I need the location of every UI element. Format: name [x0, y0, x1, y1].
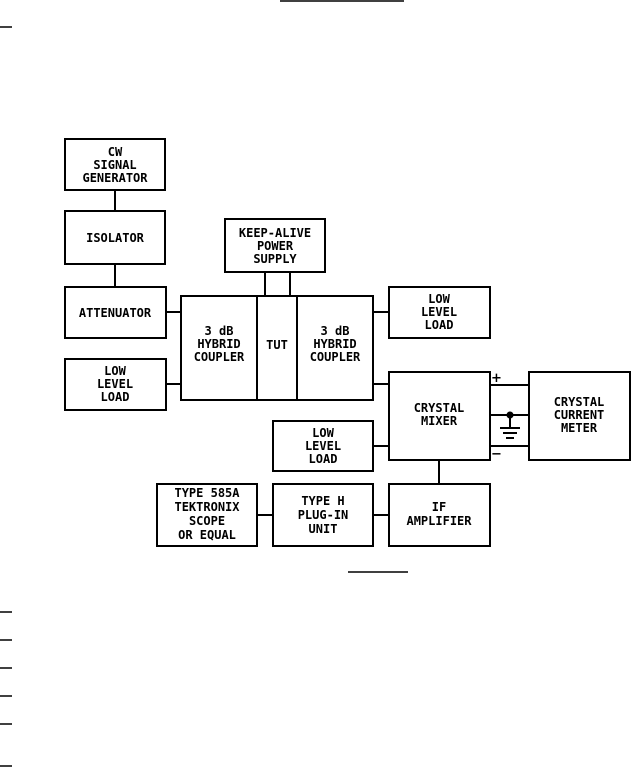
- hybrid-coupler-left-block: 3 dB HYBRID COUPLER: [180, 295, 258, 401]
- low-load-left-label-line: LOAD: [101, 390, 130, 404]
- low-load-top-label-line: LOW: [428, 292, 450, 306]
- isolator-label: ISOLATOR: [86, 231, 145, 245]
- keep-alive-power-supply-block: KEEP-ALIVE POWER SUPPLY: [224, 218, 326, 273]
- attenuator-label: ATTENUATOR: [79, 306, 152, 320]
- scope-label-line: TEKTRONIX: [174, 500, 240, 514]
- cw-signal-generator-block: CW SIGNAL GENERATOR: [64, 138, 166, 191]
- minus-terminal-label: −: [491, 447, 502, 462]
- coupler-left-label-line: COUPLER: [194, 350, 245, 364]
- hybrid-coupler-right-block: 3 dB HYBRID COUPLER: [296, 295, 374, 401]
- tektronix-scope-block: TYPE 585A TEKTRONIX SCOPE OR EQUAL: [156, 483, 258, 547]
- scope-label-line: OR EQUAL: [178, 528, 236, 542]
- connections: [114, 190, 529, 516]
- crystal-current-meter-block: CRYSTAL CURRENT METER: [528, 371, 631, 461]
- low-load-mid-label-line: LEVEL: [305, 439, 341, 453]
- crystal-mixer-label-line: MIXER: [421, 414, 458, 428]
- crystal-mixer-block: CRYSTAL MIXER: [388, 371, 491, 461]
- isolator-block: ISOLATOR: [64, 210, 166, 265]
- low-level-load-middle-block: LOW LEVEL LOAD: [272, 420, 374, 472]
- low-load-mid-label-line: LOW: [312, 426, 334, 440]
- if-amplifier-label-line: AMPLIFIER: [406, 514, 472, 528]
- scope-label-line: SCOPE: [189, 514, 225, 528]
- coupler-right-label-line: HYBRID: [313, 337, 356, 351]
- tut-block: TUT: [256, 295, 298, 401]
- attenuator-block: ATTENUATOR: [64, 286, 167, 339]
- keep-alive-label-line: POWER: [257, 239, 294, 253]
- coupler-left-label-line: 3 dB: [205, 324, 234, 338]
- low-load-left-label-line: LEVEL: [97, 377, 133, 391]
- low-level-load-top-block: LOW LEVEL LOAD: [388, 286, 491, 339]
- plugin-label-line: TYPE H: [301, 494, 344, 508]
- low-load-left-label-line: LOW: [104, 364, 126, 378]
- plus-terminal-label: +: [491, 371, 502, 386]
- type-h-plugin-unit-block: TYPE H PLUG-IN UNIT: [272, 483, 374, 547]
- scope-label-line: TYPE 585A: [174, 486, 240, 500]
- low-load-top-label-line: LEVEL: [421, 305, 457, 319]
- plugin-label-line: PLUG-IN: [298, 508, 349, 522]
- coupler-right-label-line: COUPLER: [310, 350, 361, 364]
- keep-alive-label-line: KEEP-ALIVE: [239, 226, 311, 240]
- keep-alive-label-line: SUPPLY: [253, 252, 297, 266]
- if-amplifier-label-line: IF: [432, 500, 446, 514]
- crystal-mixer-label-line: CRYSTAL: [414, 401, 465, 415]
- crystal-meter-label-line: CURRENT: [554, 408, 605, 422]
- plugin-label-line: UNIT: [309, 522, 338, 536]
- coupler-right-label-line: 3 dB: [321, 324, 350, 338]
- low-load-top-label-line: LOAD: [425, 318, 454, 332]
- if-amplifier-block: IF AMPLIFIER: [388, 483, 491, 547]
- crystal-meter-label-line: METER: [561, 421, 598, 435]
- cw-signal-generator-label-line: SIGNAL: [93, 158, 136, 172]
- low-level-load-left-block: LOW LEVEL LOAD: [64, 358, 167, 411]
- coupler-left-label-line: HYBRID: [197, 337, 240, 351]
- crystal-meter-label-line: CRYSTAL: [554, 395, 605, 409]
- tut-label: TUT: [266, 338, 288, 352]
- low-load-mid-label-line: LOAD: [309, 452, 338, 466]
- cw-signal-generator-label-line: CW: [108, 145, 123, 159]
- cw-signal-generator-label-line: GENERATOR: [82, 171, 148, 185]
